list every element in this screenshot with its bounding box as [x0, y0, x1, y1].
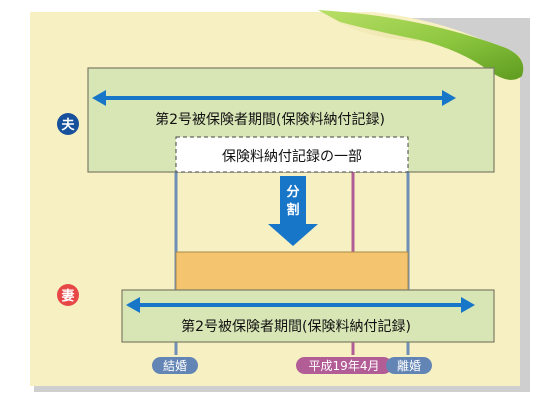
- wife-badge-label: 妻: [61, 288, 74, 304]
- partial-record-label: 保険料納付記録の一部: [222, 148, 362, 165]
- wife-arrow-right-head: [461, 297, 475, 313]
- husband-period-label: 第2号被保険者期間(保険料納付記録): [155, 111, 385, 128]
- wife-badge: [57, 284, 79, 306]
- split-arrow-label-top: 分: [286, 184, 299, 200]
- split-arrow: [268, 176, 318, 246]
- heisei-19-tag-label: 平成19年4月: [309, 359, 380, 373]
- wife-arrow-left-head: [126, 297, 140, 313]
- heisei-19-tag: [296, 357, 392, 374]
- marriage-tag-label: 結婚: [163, 359, 187, 373]
- marriage-tag: [152, 357, 198, 374]
- partial-record-box: [175, 136, 409, 173]
- page-curl: [318, 10, 524, 80]
- wife-period-label: 第2号被保険者期間(保険料納付記録): [181, 318, 411, 335]
- husband-arrow-right-head: [442, 90, 456, 106]
- divorce-tag: [386, 357, 432, 374]
- divorce-tag-label: 離婚: [397, 359, 421, 373]
- husband-arrow-left-head: [92, 90, 106, 106]
- split-arrow-label-bottom: 割: [286, 202, 299, 218]
- husband-badge: [57, 113, 79, 135]
- husband-badge-label: 夫: [61, 117, 75, 133]
- wife-record-box: [121, 289, 495, 343]
